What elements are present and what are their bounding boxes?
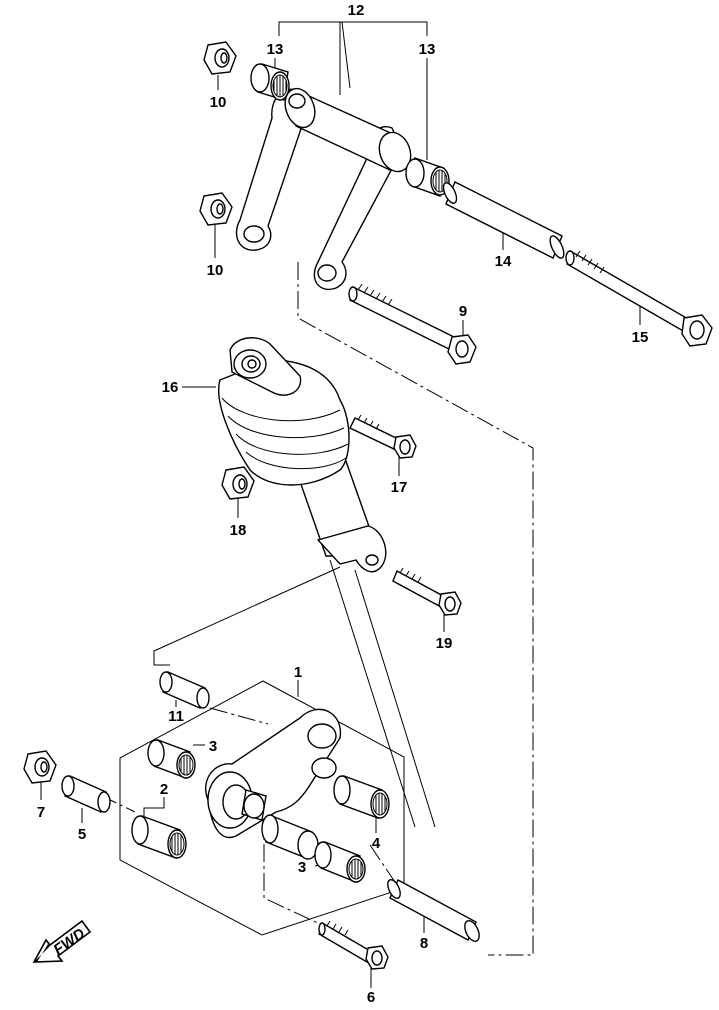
callout-5: 5 <box>78 826 86 843</box>
callout-11: 11 <box>168 708 184 725</box>
callout-17: 17 <box>391 479 408 496</box>
callout-2: 2 <box>160 781 168 798</box>
callout-labels: 12 13 13 10 10 14 9 15 16 17 18 19 1 11 … <box>37 2 649 1006</box>
callout-18: 18 <box>230 522 247 539</box>
fwd-arrow-icon: FWD <box>32 919 92 963</box>
spacer-14 <box>442 181 565 259</box>
callout-3-bottom: 3 <box>298 859 306 876</box>
callout-4: 4 <box>372 835 381 852</box>
callout-1: 1 <box>294 664 302 681</box>
bolt-17 <box>349 414 417 459</box>
nut-18 <box>221 466 255 500</box>
rocker-arm <box>235 87 412 291</box>
callout-14: 14 <box>495 253 512 270</box>
callout-16: 16 <box>162 379 179 396</box>
callout-9: 9 <box>459 303 467 320</box>
needle-bearing-2 <box>131 815 187 859</box>
callout-10-top: 10 <box>210 94 227 111</box>
needle-bearing-3-top <box>147 739 196 779</box>
needle-bearing-13-left <box>250 63 290 101</box>
needle-bearing-13-right <box>405 157 450 197</box>
callout-19: 19 <box>436 635 453 652</box>
callout-13-right: 13 <box>419 41 436 58</box>
bolt-15 <box>565 250 713 347</box>
callout-15: 15 <box>632 329 649 346</box>
callout-13-left: 13 <box>267 41 284 58</box>
callout-10-bottom: 10 <box>207 262 224 279</box>
bushing-11 <box>159 671 210 709</box>
bushing-5 <box>61 775 111 813</box>
bolt-19 <box>392 567 462 616</box>
cushion-link <box>205 708 341 860</box>
nut-10-bottom <box>199 192 233 226</box>
nut-10-top <box>203 41 237 75</box>
shock-absorber <box>218 337 387 573</box>
callout-8: 8 <box>420 935 428 952</box>
callout-7: 7 <box>37 804 45 821</box>
needle-bearing-3-bottom <box>314 841 366 883</box>
nut-7 <box>23 750 57 784</box>
callout-3-top: 3 <box>209 738 217 755</box>
bolt-6 <box>318 920 389 970</box>
callout-6: 6 <box>367 989 375 1006</box>
callout-12: 12 <box>348 2 365 19</box>
needle-bearing-4 <box>333 775 390 819</box>
bolt-9 <box>348 283 477 365</box>
spacer-8 <box>387 878 480 942</box>
